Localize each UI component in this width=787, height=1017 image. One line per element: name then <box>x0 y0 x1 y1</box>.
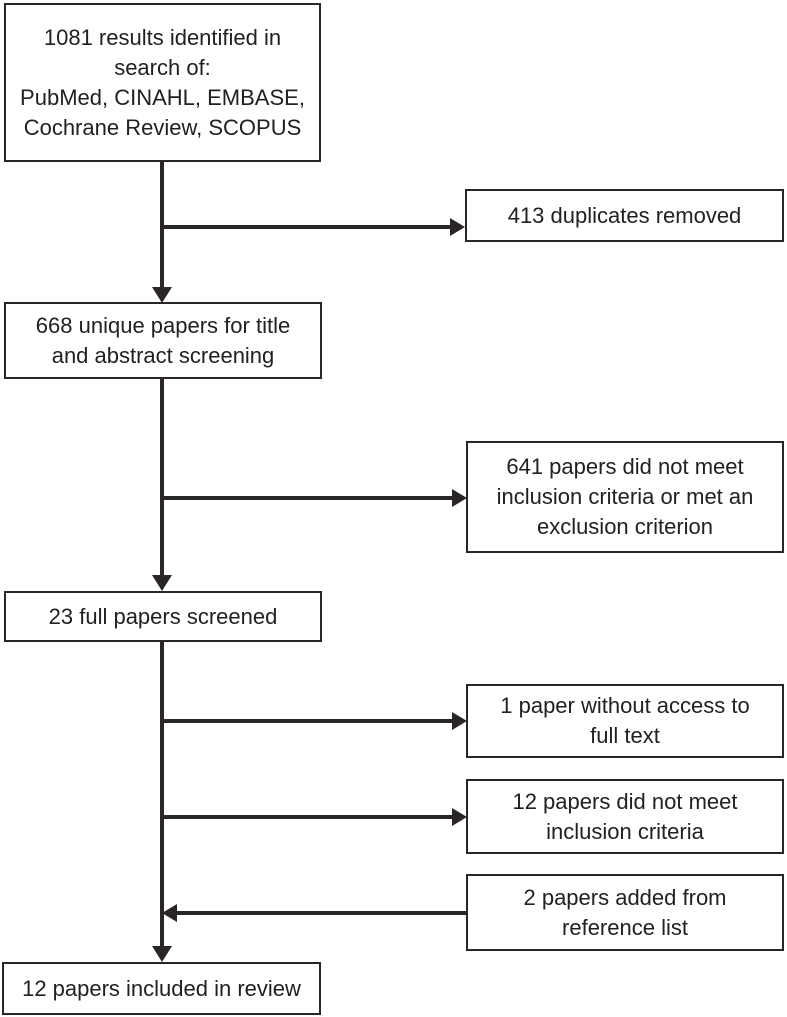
connector-to-duplicates-removed <box>160 225 452 229</box>
flow-node-unique-papers: 668 unique papers for title and abstract… <box>4 302 322 379</box>
arrowhead-down-icon <box>152 287 172 303</box>
connector-screened-to-included <box>160 641 164 947</box>
arrowhead-left-icon <box>162 904 177 922</box>
arrowhead-right-icon <box>450 218 465 236</box>
connector-to-no-full-text-access <box>160 719 454 723</box>
arrowhead-right-icon <box>452 808 467 826</box>
flow-node-results-identified: 1081 results identified in search of: Pu… <box>4 3 321 162</box>
flow-node-full-papers-screened: 23 full papers screened <box>4 591 322 642</box>
arrowhead-down-icon <box>152 946 172 962</box>
flow-node-added-from-references: 2 papers added from reference list <box>466 874 784 951</box>
flow-node-included-in-review: 12 papers included in review <box>2 962 321 1015</box>
connector-to-not-meet-inclusion <box>160 815 454 819</box>
connector-unique-to-screened <box>160 378 164 576</box>
arrowhead-right-icon <box>452 712 467 730</box>
flow-node-duplicates-removed: 413 duplicates removed <box>465 189 784 242</box>
connector-to-did-not-meet-criteria <box>160 496 454 500</box>
arrowhead-right-icon <box>452 489 467 507</box>
flow-node-no-full-text-access: 1 paper without access to full text <box>466 684 784 758</box>
arrowhead-down-icon <box>152 575 172 591</box>
flow-node-did-not-meet-criteria: 641 papers did not meet inclusion criter… <box>466 441 784 553</box>
flow-node-not-meet-inclusion: 12 papers did not meet inclusion criteri… <box>466 779 784 854</box>
connector-from-added-references <box>177 911 466 915</box>
